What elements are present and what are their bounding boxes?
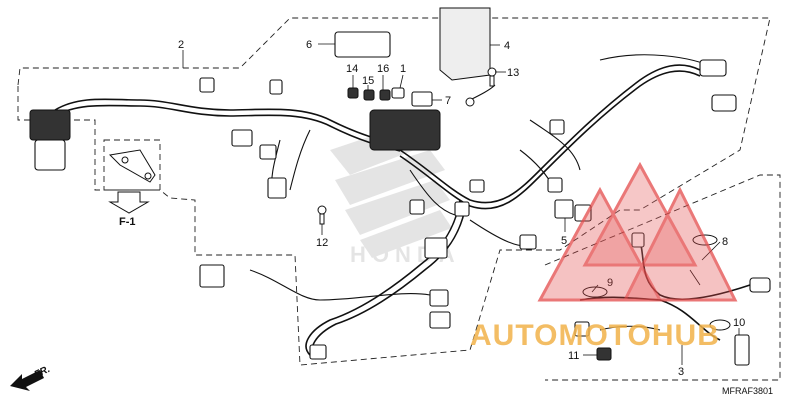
- connector-1: [391, 87, 405, 99]
- part-number-13: 13: [507, 67, 519, 79]
- part-number-8: 8: [722, 236, 728, 248]
- part-number-1: 1: [400, 63, 406, 75]
- bracket-f1: [108, 149, 156, 183]
- connectors: [29, 59, 737, 360]
- triangle-mountain-logo: [537, 161, 738, 302]
- part-number-12: 12: [316, 237, 328, 249]
- part-callouts: 2 6 4 14 15 16 1 13 7 12 5 8 9 10 11 3: [178, 39, 745, 378]
- connector-7: [411, 91, 433, 107]
- bracket-f1-arrow: [108, 191, 150, 214]
- bracket-detail-boundary: [103, 139, 161, 191]
- relay-box: [334, 31, 391, 58]
- fuse-16: [379, 89, 391, 101]
- part-number-5: 5: [561, 235, 567, 247]
- part-number-2: 2: [178, 39, 184, 51]
- front-direction-arrow: FR.: [10, 364, 52, 391]
- part-number-10: 10: [733, 317, 745, 329]
- part-number-3: 3: [678, 366, 684, 378]
- sub-harness: [574, 232, 771, 366]
- ground-terminal: [465, 97, 475, 107]
- bolt-13-shank: [489, 75, 495, 87]
- diagram-code: MFRAF3801: [722, 386, 773, 396]
- watermark-text: AUTOMOTOHUB: [470, 319, 720, 352]
- cover-plate: [439, 7, 491, 81]
- bolt-13: [487, 67, 497, 77]
- fuse-15: [363, 89, 375, 101]
- ground-wire: [469, 84, 496, 101]
- part-number-15: 15: [362, 75, 374, 87]
- part-number-11: 11: [568, 350, 579, 362]
- fuse-14: [347, 87, 359, 99]
- connector-11: [596, 347, 612, 361]
- part-number-9: 9: [607, 277, 613, 289]
- wing-logo-watermark: HONDA: [330, 120, 455, 267]
- bolt-12: [317, 205, 327, 215]
- part-number-16: 16: [377, 63, 389, 75]
- part-number-14: 14: [346, 63, 358, 75]
- leader-lines: [182, 43, 740, 365]
- main-harness-boundary: [17, 17, 771, 366]
- part-number-4: 4: [504, 40, 510, 52]
- part-number-6: 6: [306, 39, 312, 51]
- figure-ref-label: F-1: [119, 216, 136, 228]
- part-number-7: 7: [445, 95, 451, 107]
- bolt-12-shank: [319, 213, 325, 225]
- direction-label: FR.: [33, 364, 52, 381]
